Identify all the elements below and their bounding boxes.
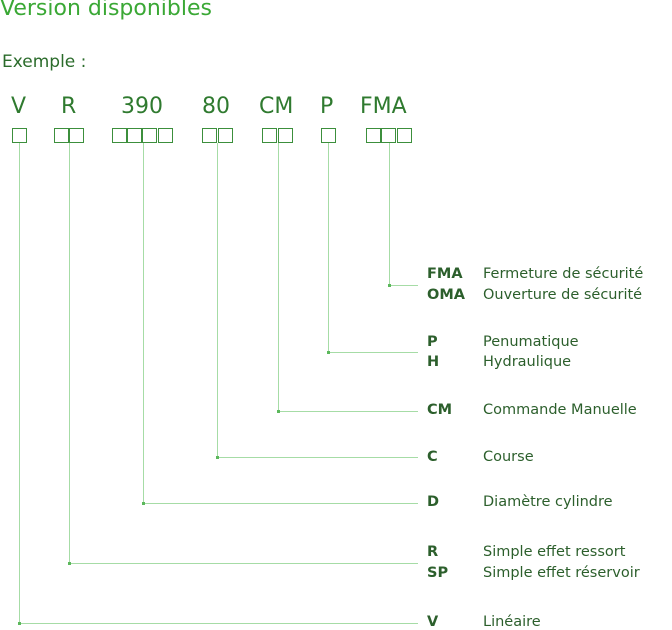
legend-desc-v: Linéaire bbox=[483, 614, 541, 630]
legend-desc-r: Simple effet ressort bbox=[483, 544, 626, 560]
code-box bbox=[142, 128, 157, 143]
connector-dot bbox=[327, 351, 330, 354]
page-title: Version disponibles bbox=[0, 0, 212, 21]
connector-cm bbox=[278, 143, 418, 412]
legend-desc-oma: Ouverture de sécurité bbox=[483, 287, 643, 303]
legend-code-v: V bbox=[427, 614, 439, 630]
connector-fma bbox=[389, 143, 418, 286]
code-box bbox=[381, 128, 396, 143]
connector-dot bbox=[68, 562, 71, 565]
legend-desc-fma: Fermeture de sécurité bbox=[483, 266, 644, 282]
code-part-80: 80 bbox=[202, 94, 230, 119]
connector-r bbox=[69, 143, 418, 564]
code-box bbox=[218, 128, 233, 143]
code-box bbox=[278, 128, 293, 143]
example-label: Exemple : bbox=[2, 52, 87, 72]
legend-code-fma: FMA bbox=[427, 266, 463, 282]
code-box bbox=[54, 128, 69, 143]
legend-code-d: D bbox=[427, 494, 440, 510]
legend-code-sp: SP bbox=[427, 565, 449, 581]
legend-desc-p: Penumatique bbox=[483, 334, 579, 350]
legend-code-p: P bbox=[427, 334, 438, 350]
connector-dot bbox=[216, 456, 219, 459]
code-part-390: 390 bbox=[121, 94, 163, 119]
code-box bbox=[366, 128, 381, 143]
legend-code-c: C bbox=[427, 449, 438, 465]
connector-dot bbox=[142, 502, 145, 505]
connector-v bbox=[19, 143, 418, 624]
code-box bbox=[112, 128, 127, 143]
code-box bbox=[202, 128, 217, 143]
legend-code-cm: CM bbox=[427, 402, 453, 418]
code-part-r: R bbox=[61, 94, 77, 119]
connector-dot bbox=[277, 410, 280, 413]
connector-dot bbox=[18, 622, 21, 625]
connector-dot bbox=[388, 284, 391, 287]
connector-p bbox=[328, 143, 418, 353]
legend-desc-h: Hydraulique bbox=[483, 354, 572, 370]
code-part-fma: FMA bbox=[360, 94, 407, 119]
legend-code-r: R bbox=[427, 544, 439, 560]
code-box bbox=[12, 128, 27, 143]
connector-390 bbox=[143, 143, 418, 504]
legend-desc-d: Diamètre cylindre bbox=[483, 494, 613, 510]
code-box bbox=[321, 128, 336, 143]
code-part-p: P bbox=[320, 94, 334, 119]
legend-code-oma: OMA bbox=[427, 287, 465, 303]
legend-desc-c: Course bbox=[483, 449, 534, 465]
legend-code-h: H bbox=[427, 354, 440, 370]
code-box bbox=[158, 128, 173, 143]
code-box bbox=[69, 128, 84, 143]
code-part-v: V bbox=[11, 94, 27, 119]
code-box bbox=[262, 128, 277, 143]
code-box bbox=[127, 128, 142, 143]
code-box bbox=[397, 128, 412, 143]
legend-desc-cm: Commande Manuelle bbox=[483, 402, 637, 418]
legend-desc-sp: Simple effet réservoir bbox=[483, 565, 640, 581]
connector-80 bbox=[217, 143, 418, 458]
code-part-cm: CM bbox=[259, 94, 294, 119]
